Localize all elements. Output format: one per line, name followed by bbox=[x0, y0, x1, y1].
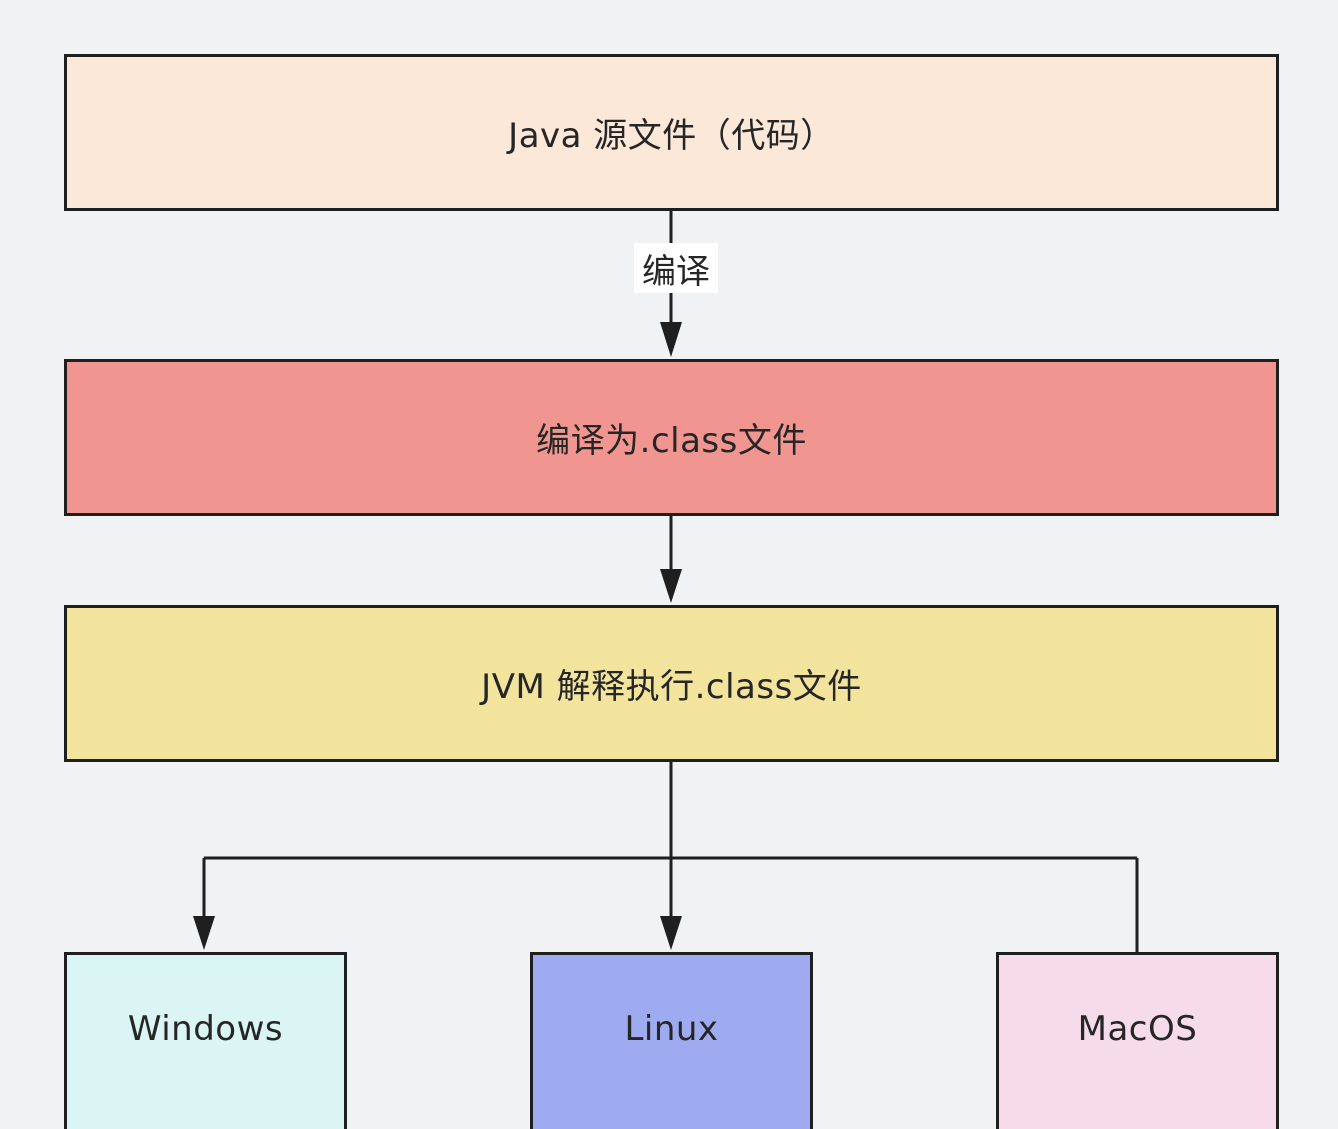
node-linux: Linux bbox=[530, 952, 813, 1129]
node-windows: Windows bbox=[64, 952, 347, 1129]
node-compile-class-label: 编译为.class文件 bbox=[536, 421, 807, 461]
node-jvm-execute-label: JVM 解释执行.class文件 bbox=[481, 667, 862, 707]
node-macos-label: MacOS bbox=[1077, 1009, 1198, 1049]
node-macos: MacOS bbox=[996, 952, 1279, 1129]
arrowhead-windows bbox=[193, 916, 215, 950]
arrowhead-compile bbox=[660, 322, 682, 357]
node-windows-label: Windows bbox=[127, 1009, 284, 1049]
node-jvm-execute: JVM 解释执行.class文件 bbox=[64, 605, 1279, 762]
connector-lines bbox=[202, 211, 1139, 952]
edge-label-compile: 编译 bbox=[634, 243, 718, 293]
node-linux-label: Linux bbox=[624, 1009, 719, 1049]
node-java-source-label: Java 源文件（代码） bbox=[508, 116, 835, 156]
arrowhead-linux bbox=[660, 916, 682, 950]
arrowheads bbox=[193, 322, 682, 950]
arrowhead-jvm bbox=[660, 569, 682, 603]
node-compile-class: 编译为.class文件 bbox=[64, 359, 1279, 516]
node-java-source: Java 源文件（代码） bbox=[64, 54, 1279, 211]
